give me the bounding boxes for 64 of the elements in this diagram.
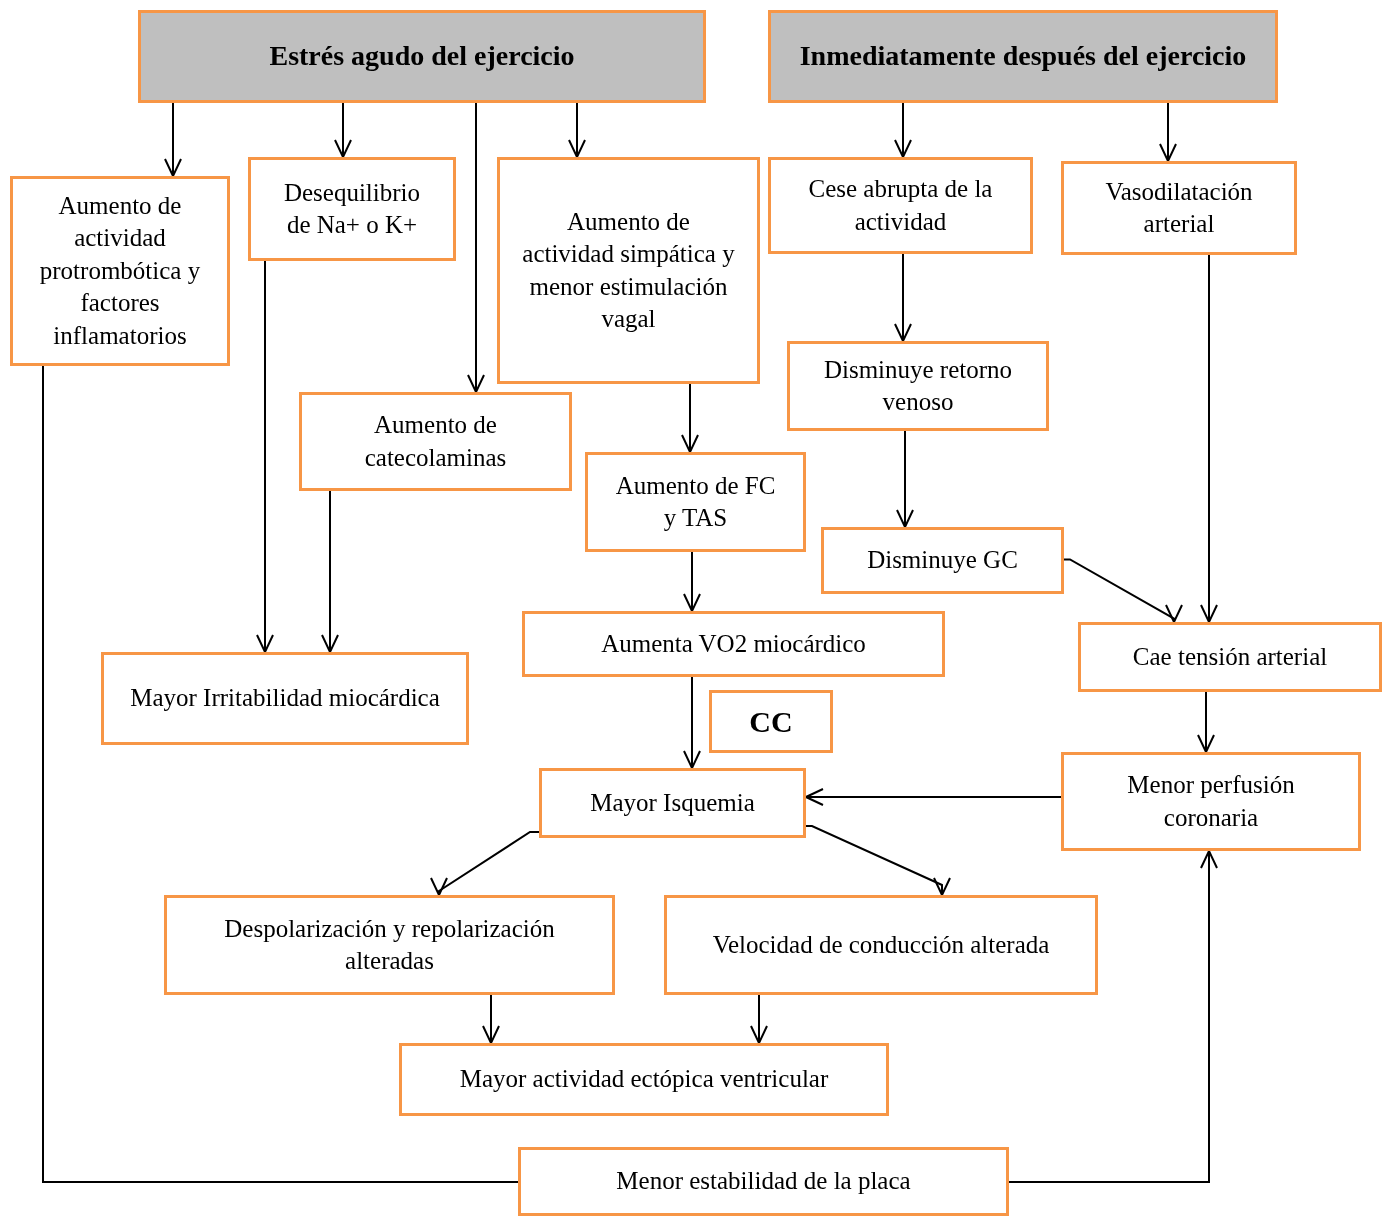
arrow [568,102,586,158]
arrow [321,490,339,653]
arrow [1200,254,1218,623]
arrow [805,788,1062,806]
box-text: Aumento de actividad simpática y menor estimulación vagal [521,206,736,334]
arrow [482,994,500,1044]
box-text: Desequilibrio de Na+ o K+ [282,177,422,240]
box-text: Cae tensión arterial [1132,641,1328,672]
box-text: Cese abrupta de la actividad [807,174,994,237]
box-text: Estrés agudo del ejercicio [269,39,575,74]
arrow [683,551,701,612]
arrow [467,102,485,393]
process-box [585,452,806,552]
box-text: Despolarización y repolarización alteradas [223,913,556,976]
arrow [683,676,701,769]
box-text: Aumento de catecolaminas [363,410,508,473]
process-box [664,895,1098,995]
box-text: Aumento de FC y TAS [614,470,777,533]
arrow [896,430,914,528]
arrow [750,994,768,1044]
arrow [681,383,699,453]
box-text: Mayor actividad ectópica ventricular [459,1064,829,1095]
process-box [522,611,945,677]
header-box [768,10,1278,103]
process-box [709,690,833,753]
arrow [256,260,274,653]
arrow [164,102,182,177]
process-box [1061,161,1297,255]
process-box [10,176,230,366]
arrow [894,253,912,342]
arrow [894,102,912,158]
process-box [539,768,806,838]
arrow [430,831,540,896]
box-text: Inmediatamente después del ejercicio [799,39,1247,74]
box-text: Mayor Isquemia [590,787,755,818]
process-box [1061,752,1361,851]
header-box [138,10,706,103]
process-box [399,1043,889,1116]
process-box [248,157,456,261]
box-text: Vasodilatación arterial [1104,176,1254,239]
arrow [1008,850,1218,1183]
box-text: Aumento de actividad protrombótica y factores inflamatorios [38,190,202,351]
box-text: CC [749,704,793,740]
process-box [787,341,1049,431]
process-box [518,1147,1009,1216]
arrow [1197,691,1215,753]
process-box [101,652,469,745]
box-text: Disminuye retorno venoso [822,354,1014,417]
box-text: Menor perfusión coronaria [1126,770,1296,833]
box-text: Disminuye GC [867,545,1018,576]
box-text: Aumenta VO2 miocárdico [601,628,866,659]
arrow [334,102,352,158]
arrow [805,825,951,896]
process-box [164,895,615,995]
process-box [497,157,760,384]
process-box [768,157,1033,254]
box-text: Mayor Irritabilidad miocárdica [130,683,440,714]
box-text: Menor estabilidad de la placa [616,1166,911,1197]
process-box [1078,622,1382,692]
process-box [299,392,572,491]
box-text: Velocidad de conducción alterada [712,929,1050,960]
arrow [1159,102,1177,162]
arrow [1063,558,1183,623]
process-box [821,527,1064,594]
